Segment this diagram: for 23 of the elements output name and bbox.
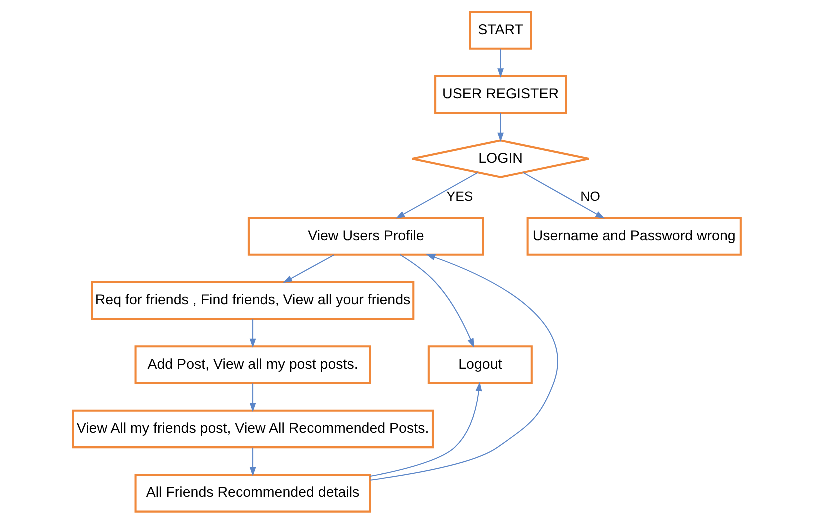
arrow	[250, 384, 256, 412]
arrow	[396, 172, 478, 219]
node-box: START	[469, 11, 532, 50]
node-box: USER REGISTER	[434, 75, 568, 114]
arrow	[283, 254, 335, 284]
node-diamond: LOGIN	[412, 140, 590, 178]
arrow	[498, 113, 504, 142]
arrow	[370, 254, 558, 481]
node-box: View Users Profile	[248, 217, 484, 256]
arrow	[250, 319, 256, 348]
edge-label: YES	[446, 189, 474, 204]
node-box: Logout	[428, 346, 533, 384]
node-box: Req for friends , Find friends, View all your friends	[91, 281, 415, 320]
node-box: Add Post, View all my post posts.	[134, 346, 372, 384]
node-box: View All my friends post, View All Recommended Posts.	[72, 410, 434, 449]
arrow	[523, 172, 605, 219]
arrow	[370, 382, 482, 478]
arrow	[400, 254, 474, 348]
arrow	[498, 49, 504, 78]
edge-label: NO	[580, 189, 600, 204]
arrow	[250, 448, 256, 476]
node-box: Username and Password wrong	[526, 217, 742, 256]
node-box: All Friends Recommended details	[134, 474, 372, 513]
